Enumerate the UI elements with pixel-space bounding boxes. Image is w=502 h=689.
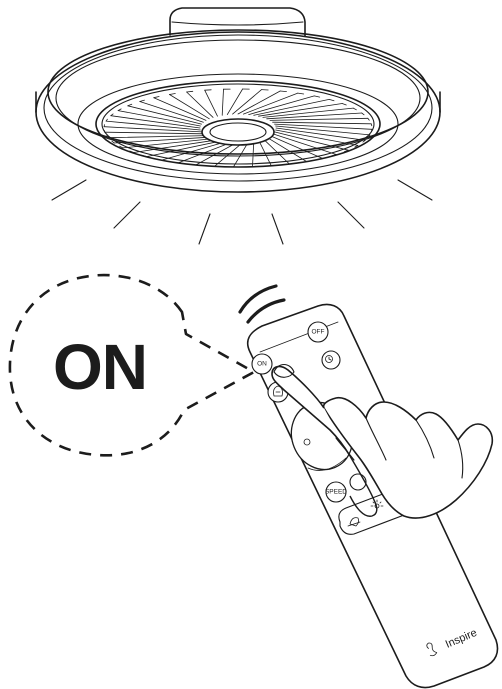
fan-blade [205,90,218,116]
on-callout-bubble: ON [10,275,254,455]
fan-housing [36,30,440,192]
fan-blade-tip [154,97,159,98]
fan-blade [128,106,202,124]
fan-hub [202,119,274,145]
fan-blade [270,118,368,120]
fan-blade-tip [342,104,346,106]
fan-blade-tip [362,113,364,115]
fan-blade [275,132,349,150]
fan-blade-tip [280,91,286,92]
fan-blade [273,134,337,155]
fan-blade [275,124,372,129]
fan-blade-tip [298,93,304,94]
fan-blade [267,137,307,161]
fan-blade-tip [314,96,319,97]
fan-blade [140,102,204,123]
fan-blade [170,95,210,119]
inspire-logo-icon: Inspire [426,624,479,658]
on-button-label: ON [257,361,267,368]
fan-blade-tip [187,91,193,92]
callout-on-label: ON [53,331,147,403]
fan-blade-tip [111,114,113,116]
fan-blade [104,127,201,132]
fan-blade-tip [329,99,334,100]
fan-blade [106,121,200,130]
light-rays [52,180,432,244]
fan-blade [222,89,223,115]
fan-blade-tip [170,94,176,95]
mode-button[interactable] [350,474,366,490]
timer-button[interactable] [322,351,340,369]
fan-blade [276,126,370,135]
off-button-label: OFF [312,329,325,336]
fan-blade-tip [353,108,356,110]
speed-button-label: SPEED [325,489,347,496]
fan-blade [108,136,206,138]
fan-blade [105,132,204,134]
remote-brand-label: Inspire [444,627,479,651]
fan-blade [227,89,242,115]
fan-blade-tip [368,118,370,120]
fan-blade-tip [112,141,114,143]
on-button[interactable]: ON [252,354,272,374]
fan-blade-tip [140,100,145,101]
fan-blade-tip [118,109,121,111]
fan-blade-tip [371,124,372,126]
signal-waves-icon [240,286,284,322]
ceiling-fan-icon [36,8,440,192]
fan-blade [233,90,262,115]
fan-blade [249,96,315,115]
fan-blade [273,122,372,124]
off-button[interactable]: OFF [308,322,328,342]
fan-blade-tip [128,104,132,106]
speed-button[interactable]: SPEED [325,482,347,502]
